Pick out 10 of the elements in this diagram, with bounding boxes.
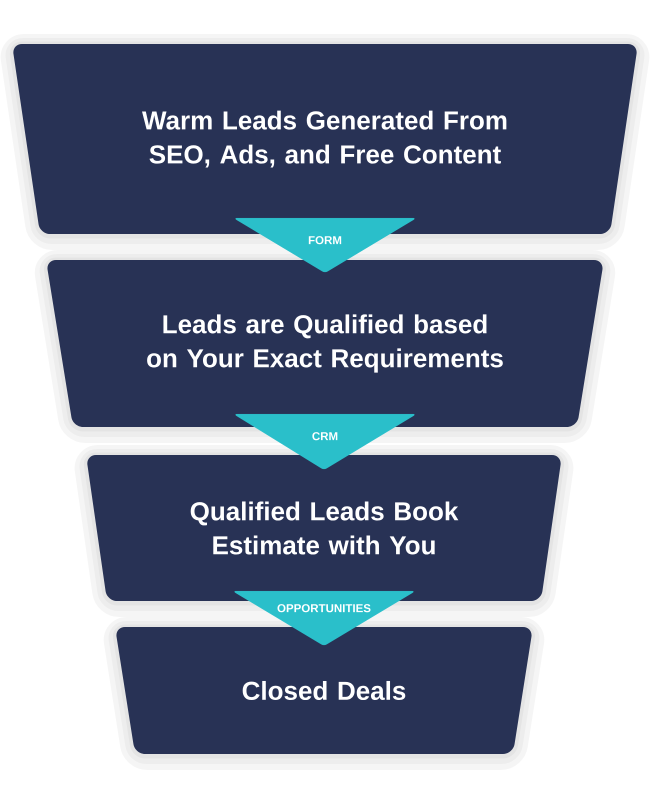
- edge-label: CRM: [312, 432, 338, 440]
- funnel-stage: Closed Deals: [116, 627, 532, 754]
- chevron-arrow: [235, 218, 415, 272]
- edge-label: OPPORTUNITIES: [278, 604, 370, 612]
- edge-label: FORM: [308, 236, 342, 244]
- funnel-stage: Qualified Leads Book Estimate with You: [87, 455, 561, 601]
- funnel-stage: Leads are Qualified based on Your Exact Requirements: [47, 260, 603, 427]
- chevron-arrow: [234, 590, 414, 646]
- funnel-stage: Warm Leads Generated From SEO, Ads, and Free Content: [13, 44, 637, 234]
- chevron-arrow: [235, 414, 415, 470]
